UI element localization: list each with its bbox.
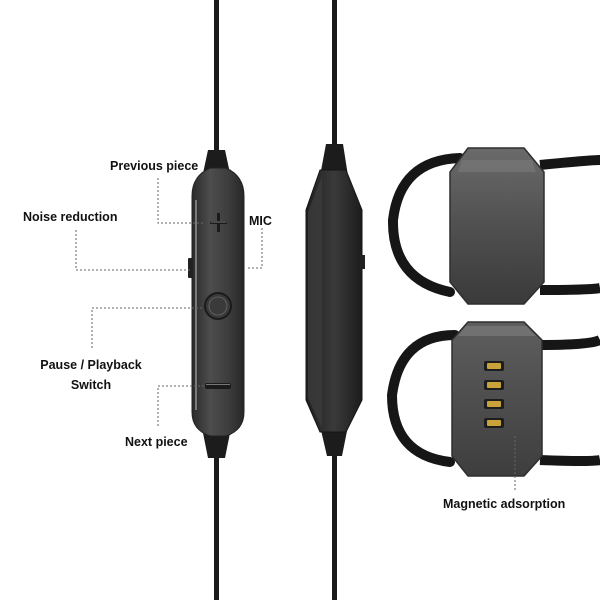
earbud-top-body <box>449 147 545 305</box>
side-nub <box>360 255 365 269</box>
label-noise-reduction: Noise reduction <box>23 210 118 224</box>
label-pause-playback: Pause / Playback Switch <box>36 357 146 393</box>
label-pause-line1: Pause / Playback <box>40 358 142 372</box>
side-cable-top <box>332 0 337 150</box>
leader-mic <box>247 228 263 269</box>
minus-icon[interactable] <box>205 383 231 389</box>
earhook-top-right <box>539 155 600 170</box>
earbud-top-highlight <box>458 160 536 172</box>
front-remote <box>188 0 245 600</box>
earbud-bottom <box>386 321 600 477</box>
side-strain-top <box>320 144 348 176</box>
leader-noise <box>75 230 190 271</box>
earhook-top-left <box>387 153 465 297</box>
label-previous-piece: Previous piece <box>110 159 199 173</box>
power-button-icon[interactable] <box>204 292 232 320</box>
earbud-bottom-rim <box>458 326 536 336</box>
mic-nub <box>188 258 193 278</box>
cable-top <box>214 0 219 160</box>
earhook-bottom-left <box>386 330 460 467</box>
leader-lines <box>75 178 516 490</box>
magnetic-contacts <box>484 361 504 428</box>
earhook-bottom-right2 <box>539 455 600 466</box>
plus-icon[interactable] <box>210 213 227 232</box>
leader-pause <box>91 307 203 348</box>
earhook-top-right2 <box>539 283 600 295</box>
label-next-piece: Next piece <box>125 435 188 449</box>
leader-previous <box>157 178 205 224</box>
side-strain-bottom <box>320 426 348 456</box>
label-magnetic-adsorption: Magnetic adsorption <box>443 497 566 511</box>
side-remote <box>305 0 365 600</box>
cable-bottom <box>214 450 219 600</box>
label-mic: MIC <box>249 214 272 228</box>
label-pause-line2: Switch <box>70 378 112 392</box>
side-cable-bottom <box>332 450 337 600</box>
earhook-bottom-right <box>539 335 600 350</box>
earbud-top <box>387 147 600 305</box>
side-facet <box>308 176 322 428</box>
leader-next <box>157 385 204 426</box>
